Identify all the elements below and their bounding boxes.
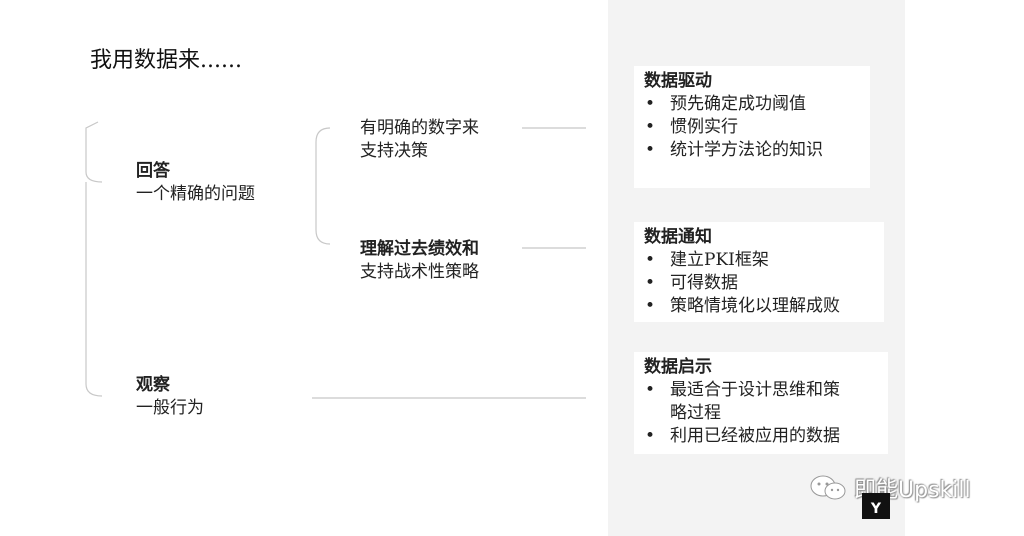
box-list: •预先确定成功阈值 •惯例实行 •统计学方法论的知识 (634, 93, 870, 162)
node-answer-text: 一个精确的问题 (136, 184, 255, 204)
box-title: 数据启示 (644, 357, 712, 377)
bullet-icon: • (644, 94, 656, 114)
bullet-icon: • (644, 426, 656, 446)
node-past-performance: 理解过去绩效和 支持战术性策略 (360, 238, 479, 284)
list-item-continuation: 略过程 (670, 403, 721, 423)
box-data-driven: 数据驱动 •预先确定成功阈值 •惯例实行 •统计学方法论的知识 (634, 66, 870, 188)
bullet-icon: • (644, 380, 656, 400)
node-clear-numbers: 有明确的数字来 支持决策 (360, 117, 479, 163)
box-title: 数据驱动 (644, 71, 712, 91)
list-item: •可得数据 (644, 273, 738, 293)
bullet-icon: • (644, 296, 656, 316)
bullet-icon: • (644, 140, 656, 160)
list-item: •预先确定成功阈值 (644, 94, 806, 114)
list-item: •惯例实行 (644, 117, 738, 137)
node-past-performance-line2: 支持战术性策略 (360, 262, 479, 282)
node-answer-head: 回答 (136, 161, 170, 181)
box-data-inspired: 数据启示 •最适合于设计思维和策 略过程 •利用已经被应用的数据 (634, 352, 888, 454)
left-bracket-bottom (85, 182, 103, 397)
middle-bracket (315, 127, 331, 245)
bullet-icon: • (644, 250, 656, 270)
left-bracket-top (85, 121, 103, 183)
list-item: •最适合于设计思维和策 (644, 380, 840, 400)
node-clear-numbers-line1: 有明确的数字来 (360, 118, 479, 138)
node-observe-head: 观察 (136, 375, 170, 395)
box-data-informed: 数据通知 •建立PKI框架 •可得数据 •策略情境化以理解成败 (634, 222, 884, 322)
list-item: •统计学方法论的知识 (644, 140, 823, 160)
wechat-icon (810, 475, 846, 500)
list-item: •利用已经被应用的数据 (644, 426, 840, 446)
box-title: 数据通知 (644, 227, 712, 247)
node-observe-text: 一般行为 (136, 398, 204, 418)
node-answer: 回答 一个精确的问题 (136, 160, 255, 206)
bullet-icon: • (644, 273, 656, 293)
node-observe: 观察 一般行为 (136, 374, 204, 420)
list-item: •建立PKI框架 (644, 250, 769, 270)
box-list: •最适合于设计思维和策 略过程 •利用已经被应用的数据 (634, 379, 888, 448)
box-list: •建立PKI框架 •可得数据 •策略情境化以理解成败 (634, 249, 884, 318)
node-past-performance-line1: 理解过去绩效和 (360, 239, 479, 259)
watermark: 即能Upskill (808, 474, 971, 503)
node-clear-numbers-line2: 支持决策 (360, 141, 428, 161)
page-title: 我用数据来...... (90, 48, 242, 73)
logo-y: Y (862, 493, 890, 519)
bullet-icon: • (644, 117, 656, 137)
list-item: •策略情境化以理解成败 (644, 296, 840, 316)
